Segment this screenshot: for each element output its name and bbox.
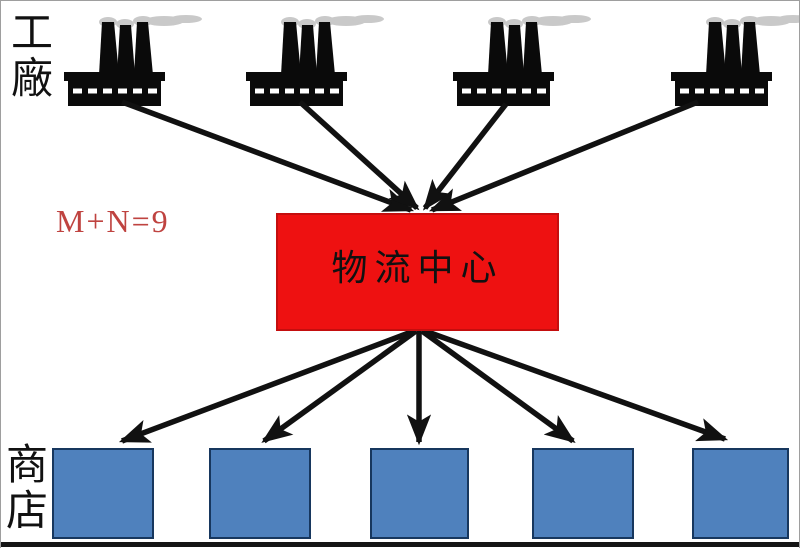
shop-box-2	[209, 448, 311, 539]
equation-label: M+N=9	[56, 203, 170, 239]
factory-icon-4	[671, 15, 800, 106]
shops-label: 商店	[5, 443, 48, 536]
factory-icon-2	[246, 15, 384, 106]
factory-icon-3	[453, 15, 591, 106]
factories-label: 工廠	[10, 11, 53, 104]
bottom-border-line	[1, 542, 799, 547]
arrow-center-to-shop-1	[118, 328, 415, 444]
arrow-center-to-shop-5	[424, 328, 729, 442]
logistics-center-label: 物流中心	[331, 248, 504, 288]
arrow-factory-3-to-center	[422, 102, 509, 211]
logistics-center-box: 物流中心	[276, 213, 559, 331]
factory-icon-1	[64, 15, 202, 106]
inbound-arrows	[121, 99, 700, 213]
arrow-center-to-shop-2	[261, 328, 418, 444]
shop-box-4	[532, 448, 634, 539]
shop-box-3	[370, 448, 469, 539]
arrow-factory-1-to-center	[121, 99, 415, 213]
arrow-factory-4-to-center	[428, 99, 700, 213]
arrow-center-to-shop-4	[420, 328, 576, 444]
shop-box-5	[692, 448, 789, 539]
outbound-arrows	[118, 328, 729, 446]
shop-box-1	[52, 448, 154, 539]
arrow-factory-2-to-center	[298, 99, 420, 211]
